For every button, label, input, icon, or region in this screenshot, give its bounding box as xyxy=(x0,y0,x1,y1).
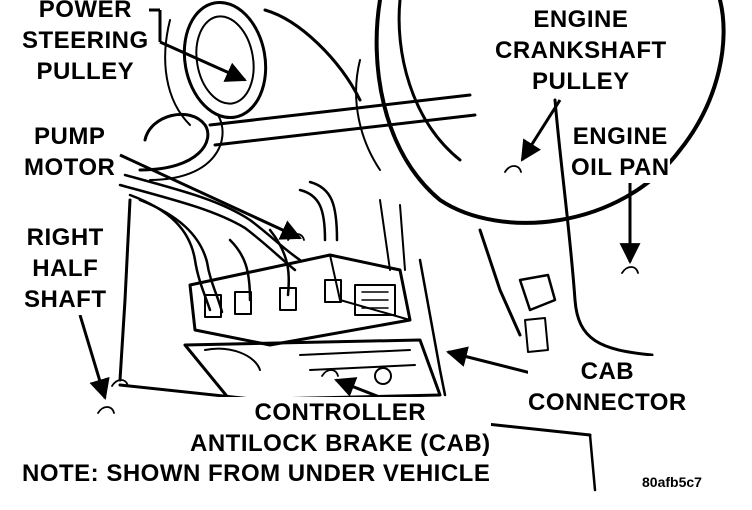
leader-power-steering-pulley xyxy=(159,40,247,82)
label-right-half-shaft: RIGHT HALF SHAFT xyxy=(24,222,107,315)
drive-belt xyxy=(208,93,477,147)
oil-pan-structure xyxy=(379,98,654,357)
label-controller-antilock-brake: CONTROLLER ANTILOCK BRAKE (CAB) xyxy=(190,397,491,459)
label-pump-motor: PUMP MOTOR xyxy=(24,121,116,183)
leader-right-half-shaft xyxy=(78,314,110,401)
figure-reference: 80afb5c7 xyxy=(642,474,702,490)
hcu-block xyxy=(188,253,412,347)
mounting-bracket xyxy=(183,258,447,402)
leader-pump-motor xyxy=(119,153,302,240)
label-note: NOTE: SHOWN FROM UNDER VEHICLE xyxy=(22,458,491,489)
engine-crankshaft-pulley-shape xyxy=(355,0,726,225)
brake-lines xyxy=(118,173,339,314)
power-steering-pulley-shape xyxy=(164,0,362,126)
label-engine-oil-pan: ENGINE OIL PAN xyxy=(571,121,670,183)
leader-engine-crankshaft-pulley xyxy=(520,99,562,162)
label-power-steering-pulley: POWER STEERING PULLEY xyxy=(22,0,149,87)
label-engine-crankshaft-pulley: ENGINE CRANKSHAFT PULLEY xyxy=(495,4,667,97)
label-cab-connector: CAB CONNECTOR xyxy=(528,356,687,418)
